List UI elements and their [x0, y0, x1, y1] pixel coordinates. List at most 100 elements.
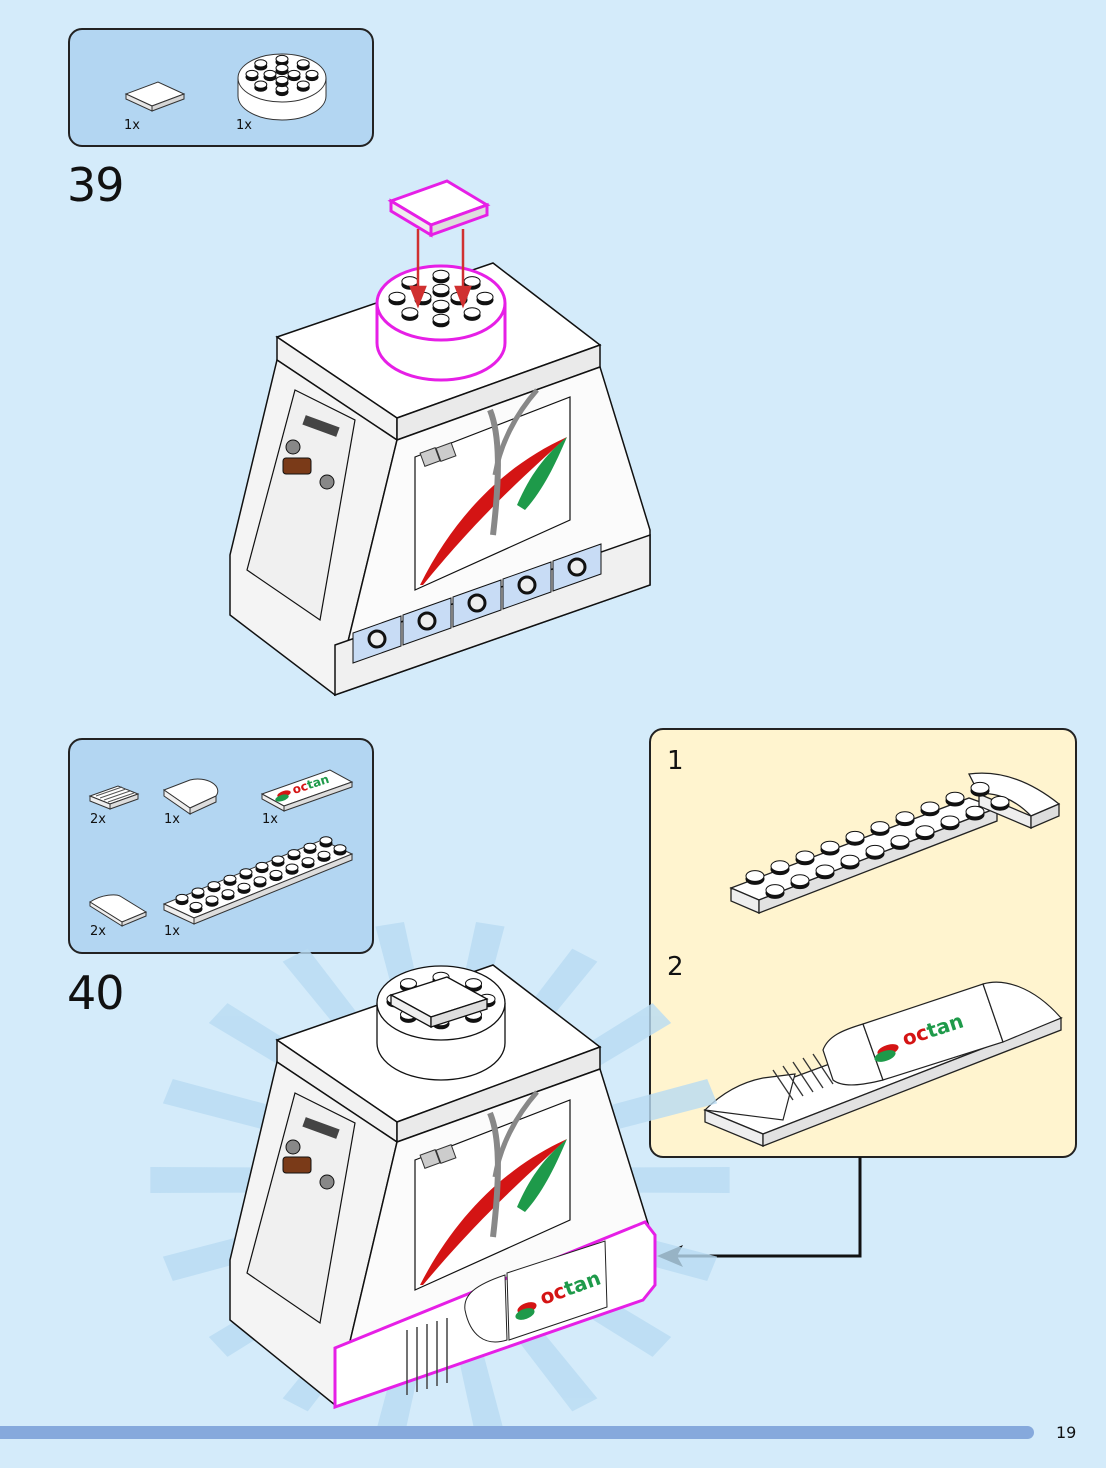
stud [795, 850, 815, 866]
part-grille-tile-icon [88, 785, 140, 810]
substep-number: 1 [667, 746, 684, 776]
stud [915, 825, 935, 841]
stud [820, 840, 840, 856]
stud [269, 869, 283, 882]
stud [770, 860, 790, 876]
stud [254, 59, 268, 71]
stud [239, 868, 253, 880]
stud [275, 54, 289, 67]
stud [271, 855, 285, 867]
part-round-plate-icon [237, 53, 327, 121]
stud [870, 821, 890, 836]
stud [895, 811, 915, 827]
step-40-parts-list: 2x 1x octan 1x 2x 1x [68, 738, 374, 954]
stud [432, 283, 450, 298]
stud [296, 80, 310, 92]
burst-ray [282, 948, 362, 1031]
stud [207, 881, 221, 893]
stud [189, 901, 203, 914]
part-plate-2x10-icon [162, 836, 354, 925]
step-39-model-illustration [229, 179, 651, 697]
stud [275, 75, 289, 88]
stud [319, 836, 333, 848]
stud [920, 801, 940, 817]
stud [191, 887, 205, 899]
stud [463, 307, 481, 321]
pin-hole [417, 611, 437, 631]
stud [432, 269, 450, 284]
stud [476, 291, 494, 306]
part-tile-2x2-icon [124, 81, 186, 112]
stud [865, 844, 885, 860]
octan-base-bar: octan [333, 1220, 657, 1410]
step-number: 39 [67, 158, 125, 212]
stud [432, 299, 450, 314]
burst-ray [458, 1354, 505, 1438]
part-qty: 2x [90, 924, 106, 939]
part-qty: 2x [90, 812, 106, 827]
burst-ray [604, 1078, 718, 1131]
part-qty: 1x [236, 118, 252, 133]
stud [254, 80, 268, 92]
part-qty: 1x [164, 924, 180, 939]
tile-2x2 [387, 179, 491, 238]
stud [275, 63, 289, 76]
burst-ray [162, 1078, 276, 1131]
burst-ray [619, 1167, 730, 1193]
stud [287, 849, 301, 861]
substep-number: 2 [667, 952, 684, 982]
stud [275, 84, 289, 97]
page-number: 19 [1056, 1423, 1077, 1442]
stud [237, 882, 251, 894]
stud [245, 69, 259, 82]
pin-hole [467, 593, 487, 613]
burst-ray [150, 1167, 261, 1193]
stud [845, 830, 865, 846]
stud [296, 59, 310, 71]
pin-hole [567, 557, 587, 577]
stud [317, 850, 331, 862]
part-qty: 1x [262, 812, 278, 827]
stud [305, 69, 319, 82]
stud [221, 889, 235, 901]
stud [815, 864, 835, 880]
stud [790, 874, 810, 890]
part-qty: 1x [164, 812, 180, 827]
stud [285, 863, 299, 875]
stud [263, 69, 277, 82]
technic-brick-row [352, 543, 602, 664]
stud [175, 893, 189, 906]
part-curved-slope-icon [89, 894, 148, 927]
stud [303, 842, 317, 854]
stud [840, 854, 860, 870]
step-40-model-illustration: octan [229, 964, 657, 1410]
stud [940, 815, 960, 831]
pin-hole [517, 575, 537, 595]
stud [990, 795, 1010, 811]
stud [745, 870, 765, 885]
stud [765, 884, 785, 899]
stud [253, 876, 267, 888]
stud [945, 791, 965, 807]
substep-1-illustration [729, 772, 1061, 914]
placement-arrows [409, 229, 472, 309]
stud [401, 307, 419, 321]
stud [333, 844, 347, 856]
stud [970, 781, 990, 797]
step-39-parts-list: 1x 1x [68, 28, 374, 147]
page-progress-bar [0, 1426, 1034, 1439]
substep-2-illustration: octan [703, 981, 1063, 1147]
stud [301, 857, 315, 869]
pin-hole [367, 629, 387, 649]
stud [287, 69, 301, 82]
round-plate [375, 264, 507, 382]
step-number: 40 [67, 966, 125, 1020]
stud [223, 874, 237, 886]
part-qty: 1x [124, 118, 140, 133]
stud [255, 861, 269, 874]
stud [890, 835, 910, 850]
stud [388, 291, 406, 306]
part-round-tile-icon [162, 778, 219, 815]
stud [965, 805, 985, 821]
burst-ray [518, 1329, 598, 1412]
